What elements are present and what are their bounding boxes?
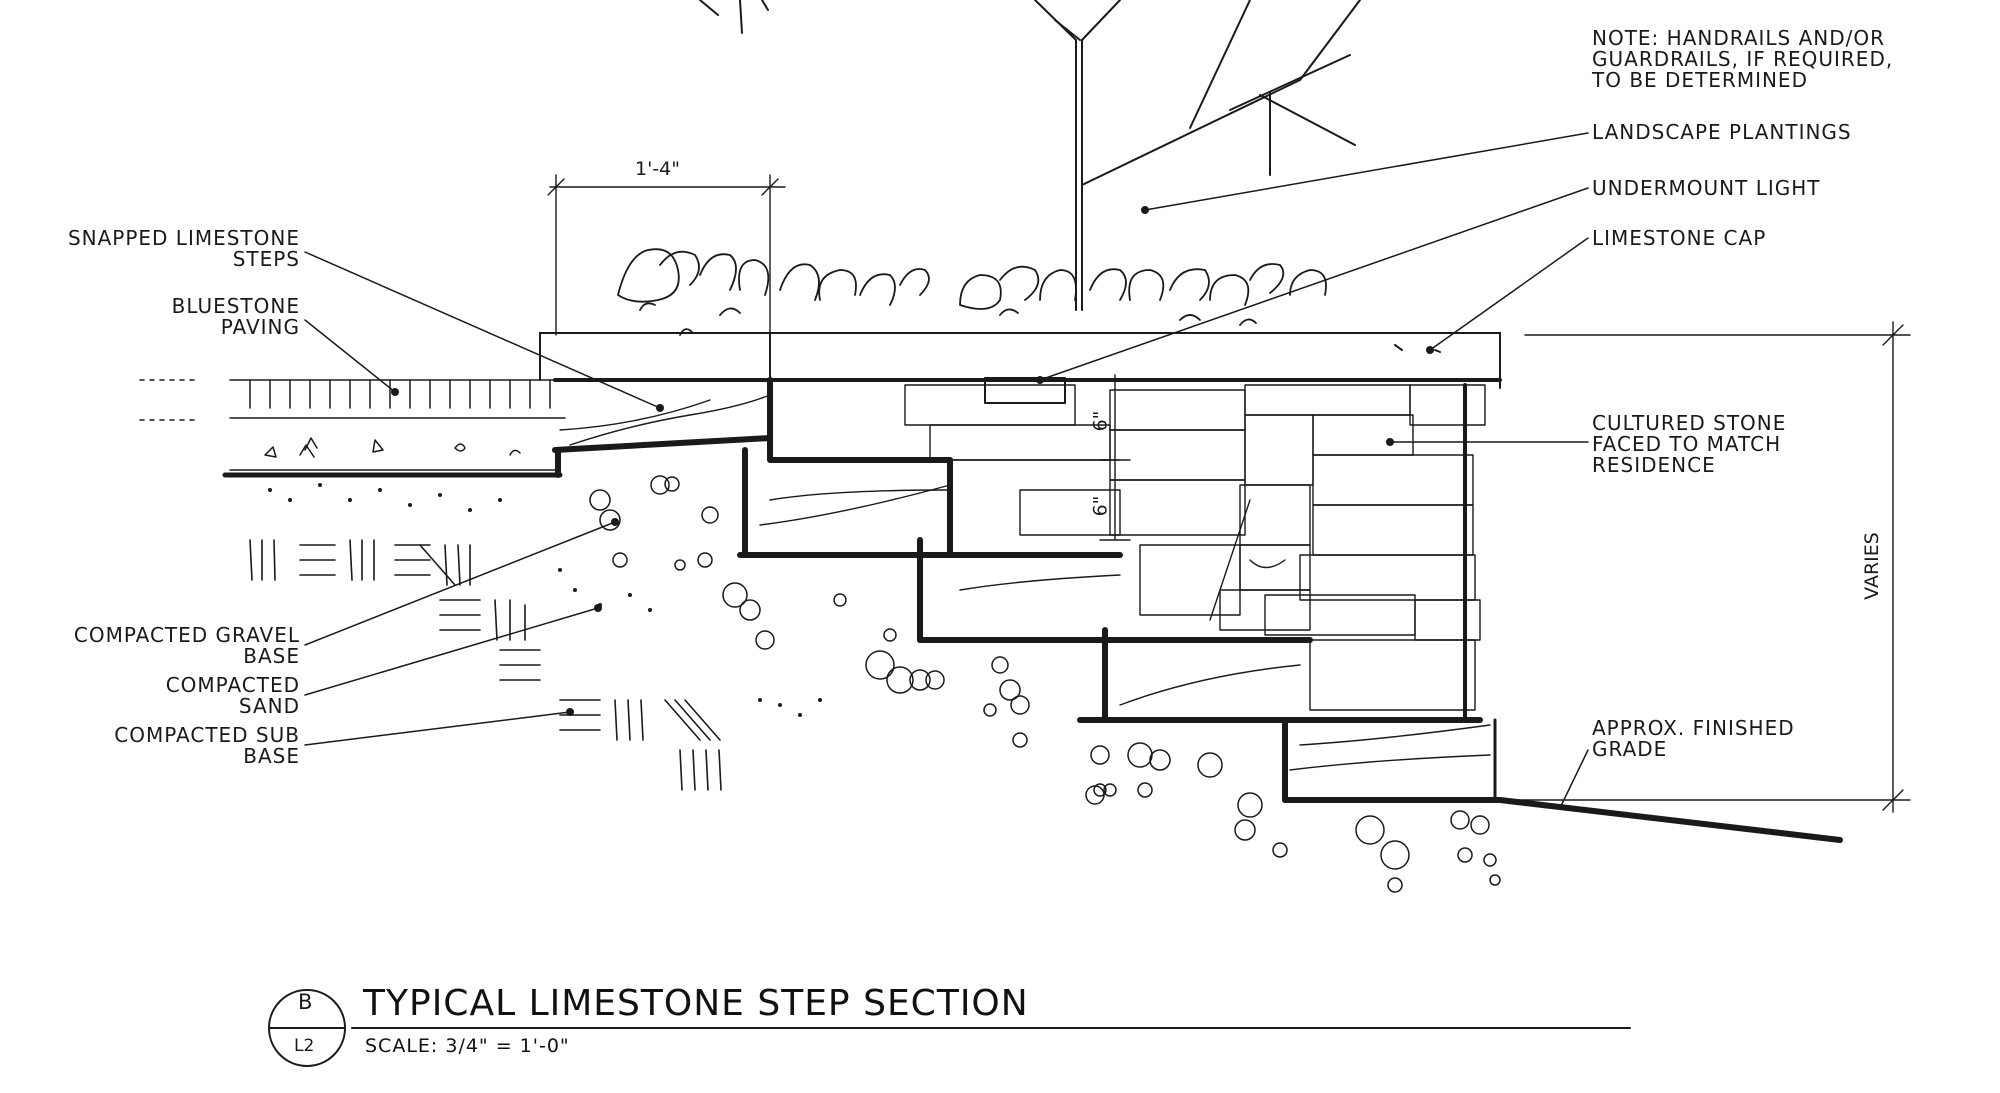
dots-sketch — [268, 483, 822, 717]
label-line: FACED TO MATCH — [1592, 432, 1782, 456]
label-line: STEPS — [232, 247, 300, 271]
label-snapped-steps: SNAPPED LIMESTONE STEPS — [68, 228, 300, 270]
label-line: GRADE — [1592, 737, 1668, 761]
dim-varies: VARIES — [1860, 532, 1883, 600]
label-gravel: COMPACTED GRAVEL BASE — [74, 625, 300, 667]
dim-riser-lines — [779, 374, 1131, 541]
drawing-title: TYPICAL LIMESTONE STEP SECTION — [363, 983, 1029, 1024]
dim-riser-2: 6" — [1089, 495, 1112, 517]
label-line: RESIDENCE — [1592, 453, 1716, 477]
label-undermount-light: UNDERMOUNT LIGHT — [1592, 176, 1821, 200]
label-line: COMPACTED SUB — [114, 723, 300, 747]
limestone-cap — [539, 332, 1501, 389]
label-line: PAVING — [220, 315, 300, 339]
step-outline — [552, 377, 1843, 843]
label-line: SNAPPED LIMESTONE — [67, 226, 300, 250]
sheet-number: L2 — [294, 1036, 315, 1056]
dim-riser-1: 6" — [1089, 410, 1112, 432]
label-line: BASE — [243, 744, 300, 768]
label-bluestone: BLUESTONE PAVING — [172, 296, 300, 338]
undermount-light — [984, 377, 1066, 404]
label-line: APPROX. FINISHED — [1592, 716, 1795, 740]
plantings-sketch — [617, 248, 1327, 336]
label-line: BLUESTONE — [171, 294, 300, 318]
gravel-sketch — [589, 475, 1501, 893]
detail-letter: B — [298, 990, 313, 1014]
label-line: COMPACTED — [165, 673, 300, 697]
note-line: GUARDRAILS, IF REQUIRED, — [1592, 47, 1894, 71]
label-line: COMPACTED GRAVEL — [73, 623, 300, 647]
leader-dots — [391, 206, 1434, 716]
note-text: NOTE: HANDRAILS AND/OR GUARDRAILS, IF RE… — [1592, 28, 1893, 91]
subgrade-hatch — [249, 539, 722, 791]
label-sand: COMPACTED SAND — [166, 675, 300, 717]
title-block-graphics — [268, 989, 1631, 1067]
tree-sketch — [699, 0, 1361, 311]
leader-lines — [304, 132, 1589, 809]
label-sub-base: COMPACTED SUB BASE — [114, 725, 300, 767]
step-stones — [559, 384, 1491, 771]
drawing-scale: SCALE: 3/4" = 1'-0" — [365, 1035, 570, 1057]
bluestone-paving — [139, 379, 566, 471]
label-line: SAND — [238, 694, 300, 718]
dim-width: 1'-4" — [635, 158, 680, 180]
dim-width-lines — [547, 174, 786, 336]
label-landscape-plantings: LANDSCAPE PLANTINGS — [1592, 120, 1852, 144]
label-limestone-cap: LIMESTONE CAP — [1592, 226, 1767, 250]
label-approx-grade: APPROX. FINISHED GRADE — [1592, 718, 1795, 760]
note-line: TO BE DETERMINED — [1592, 68, 1808, 92]
label-line: CULTURED STONE — [1592, 411, 1787, 435]
label-line: BASE — [243, 644, 300, 668]
note-line: NOTE: HANDRAILS AND/OR — [1592, 26, 1886, 50]
dim-varies-lines — [1499, 321, 1911, 813]
label-cultured-stone: CULTURED STONE FACED TO MATCH RESIDENCE — [1592, 413, 1786, 476]
